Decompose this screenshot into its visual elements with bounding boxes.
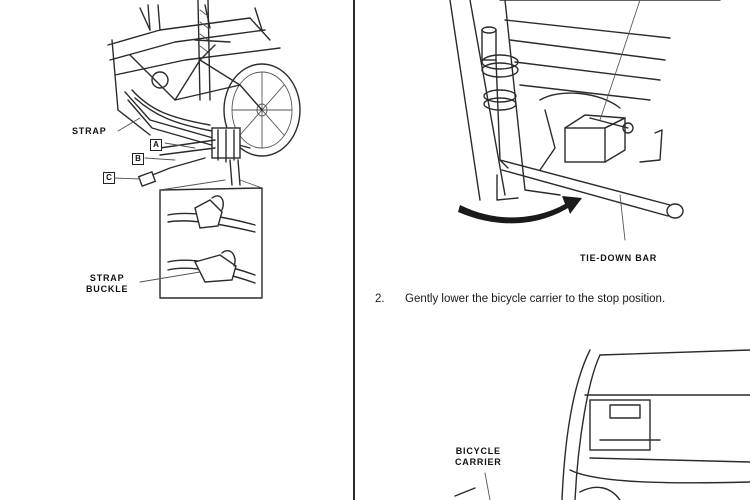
callout-c: C	[103, 172, 115, 184]
bicycle-carrier-label-line1: BICYCLE	[455, 446, 501, 456]
bicycle-carrier-lowered-illustration	[454, 349, 750, 500]
step-number: 2.	[375, 293, 385, 305]
bicycle-carrier-strap-illustration	[107, 0, 301, 299]
tie-down-bar-label: TIE-DOWN BAR	[580, 253, 658, 263]
callout-b: B	[132, 153, 144, 165]
bicycle-carrier-label-line2: CARRIER	[455, 457, 502, 467]
strap-label: STRAP	[72, 126, 107, 136]
strap-buckle-label-line1: STRAP	[89, 273, 125, 283]
column-divider	[353, 0, 355, 500]
bicycle-carrier-label: BICYCLE CARRIER	[455, 446, 502, 468]
step-text: Gently lower the bicycle carrier to the …	[405, 293, 666, 305]
strap-buckle-label: STRAP BUCKLE	[86, 273, 128, 295]
callout-a: A	[150, 139, 162, 151]
strap-buckle-label-line2: BUCKLE	[86, 284, 129, 294]
tie-down-bar-illustration	[449, 0, 721, 241]
